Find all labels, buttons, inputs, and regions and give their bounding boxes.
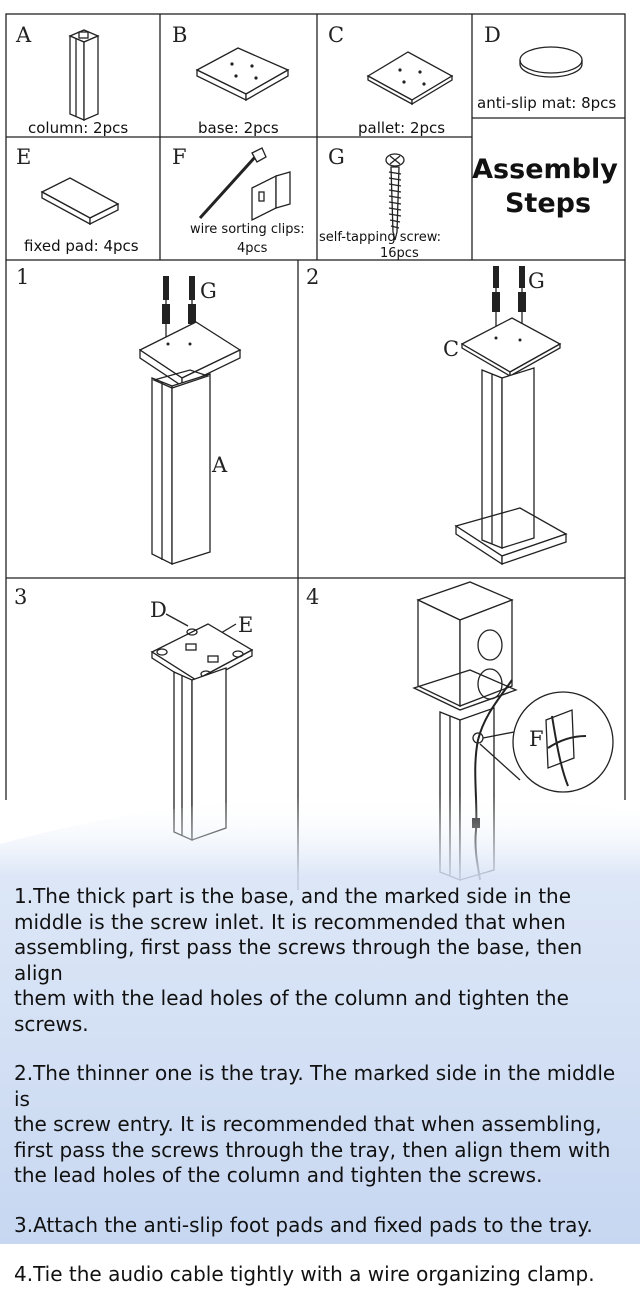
- part-f-caption-line2: 4pcs: [237, 241, 268, 256]
- part-a-caption: column: 2pcs: [28, 119, 128, 137]
- step-3-label-e: E: [238, 613, 253, 637]
- step-3-number: 3: [14, 585, 27, 609]
- wire-clip-icon: [198, 147, 291, 222]
- screw-icon: [385, 153, 405, 241]
- fixed-pad-icon: [40, 177, 120, 226]
- step-2-column: [481, 367, 535, 549]
- part-f-caption-line1: wire sorting clips:: [190, 222, 305, 237]
- part-g-letter: G: [328, 145, 345, 169]
- part-g-caption-line2: 16pcs: [380, 246, 419, 261]
- step-1-panel: 1 G A: [16, 265, 242, 566]
- part-c-caption: pallet: 2pcs: [358, 119, 445, 137]
- step-1-label-a: A: [211, 453, 228, 477]
- step-1-label-g: G: [200, 279, 217, 303]
- step-4-number: 4: [306, 585, 319, 609]
- part-e-letter: E: [16, 145, 31, 169]
- step-3-panel: 3 D E: [14, 585, 253, 842]
- assembly-sheet: A column: 2pcs B base: 2pcs C: [0, 13, 640, 1244]
- step-3-column: [173, 667, 227, 842]
- part-g-cell: G self-tapping screw: 16pcs: [319, 145, 441, 261]
- step-1-column: [151, 369, 211, 566]
- part-d-caption: anti-slip mat: 8pcs: [477, 94, 616, 112]
- notes-background: [0, 794, 640, 1244]
- step-4-label-f: F: [529, 727, 544, 751]
- note-1: 1.The thick part is the base, and the ma…: [14, 884, 583, 1036]
- note-4: 4.Tie the audio cable tightly with a wir…: [14, 1262, 595, 1286]
- part-c-cell: C pallet: 2pcs: [328, 23, 454, 137]
- step-2-label-g: G: [528, 269, 545, 293]
- part-d-letter: D: [484, 23, 501, 47]
- step-2-pallet: [460, 317, 562, 378]
- steps-grid: [5, 260, 626, 890]
- note-2: 2.The thinner one is the tray. The marke…: [14, 1061, 616, 1187]
- title-cell: Assembly Steps: [472, 154, 618, 219]
- part-b-caption: base: 2pcs: [198, 119, 279, 137]
- part-d-cell: D anti-slip mat: 8pcs: [477, 23, 616, 112]
- step-2-panel: 2 G C: [306, 265, 568, 566]
- title-line2: Steps: [505, 188, 591, 219]
- anti-slip-mat-icon: [519, 46, 583, 78]
- part-e-cell: E fixed pad: 4pcs: [16, 145, 139, 255]
- part-a-cell: A column: 2pcs: [15, 23, 128, 137]
- part-a-letter: A: [15, 23, 32, 47]
- column-icon: [68, 29, 100, 121]
- step-1-base-plate: [138, 321, 242, 388]
- part-g-caption-line1: self-tapping screw:: [319, 230, 441, 245]
- part-f-letter: F: [172, 145, 187, 169]
- step-3-label-d: D: [150, 598, 167, 622]
- speaker-icon: [412, 581, 518, 711]
- part-b-letter: B: [172, 23, 187, 47]
- step-1-number: 1: [16, 265, 29, 289]
- clip-detail-callout: [479, 691, 614, 793]
- note-3: 3.Attach the anti-slip foot pads and fix…: [14, 1212, 593, 1237]
- part-f-cell: F wire sorting clips: 4pcs: [172, 145, 305, 256]
- part-b-cell: B base: 2pcs: [172, 23, 290, 137]
- title-line1: Assembly: [472, 154, 618, 185]
- step-2-base: [454, 507, 568, 566]
- part-e-caption: fixed pad: 4pcs: [24, 237, 139, 255]
- step-2-label-c: C: [443, 337, 459, 361]
- pallet-icon: [366, 51, 454, 106]
- base-plate-icon: [195, 47, 290, 102]
- parts-grid: [5, 13, 626, 261]
- step-2-number: 2: [306, 265, 319, 289]
- assembly-notes: 1.The thick part is the base, and the ma…: [14, 884, 630, 1312]
- part-c-letter: C: [328, 23, 344, 47]
